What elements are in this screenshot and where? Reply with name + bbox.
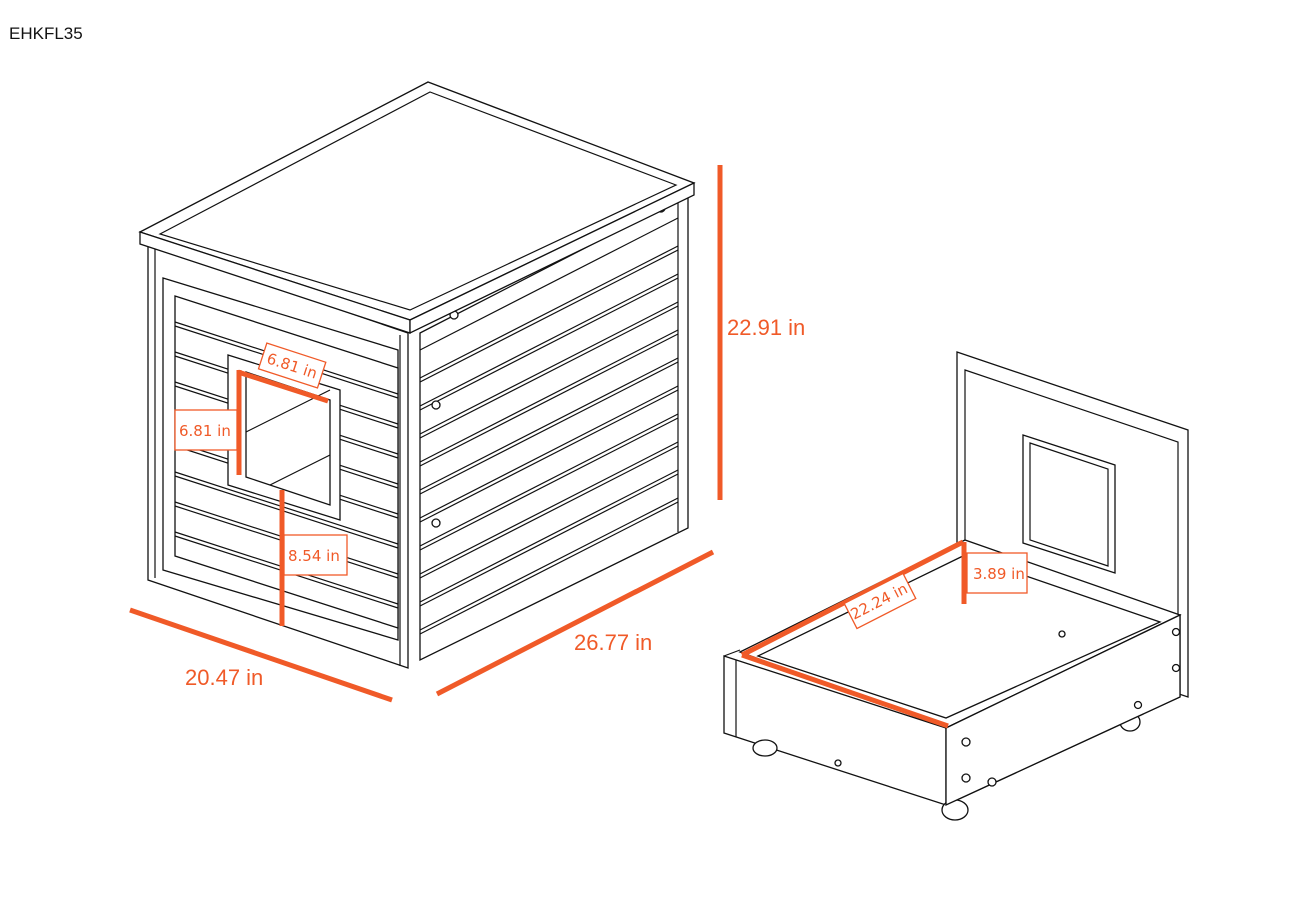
depth-label: 26.77 in: [574, 630, 652, 655]
dimension-width: 20.47 in: [129, 607, 393, 703]
door-height-label: 6.81 in: [179, 422, 231, 440]
pet-bed-drawing: [723, 351, 1189, 821]
height-label: 22.91 in: [727, 315, 805, 340]
model-number: EHKFL35: [9, 24, 83, 43]
dimension-door-sill: 8.54 in: [279, 490, 348, 626]
dimension-height: 22.91 in: [717, 165, 805, 500]
side-slats: [419, 217, 679, 635]
door-sill-label: 8.54 in: [288, 547, 340, 565]
width-label: 20.47 in: [185, 665, 263, 690]
dimension-tray-height: 3.89 in: [961, 542, 1028, 604]
tray-height-label: 3.89 in: [973, 565, 1025, 583]
pet-house-drawing: [138, 81, 696, 669]
bed-back-window: [1022, 434, 1116, 574]
dimension-door-height: 6.81 in: [174, 370, 242, 475]
bed-screw-holes: [834, 627, 1181, 787]
dimension-depth: 26.77 in: [435, 549, 715, 697]
